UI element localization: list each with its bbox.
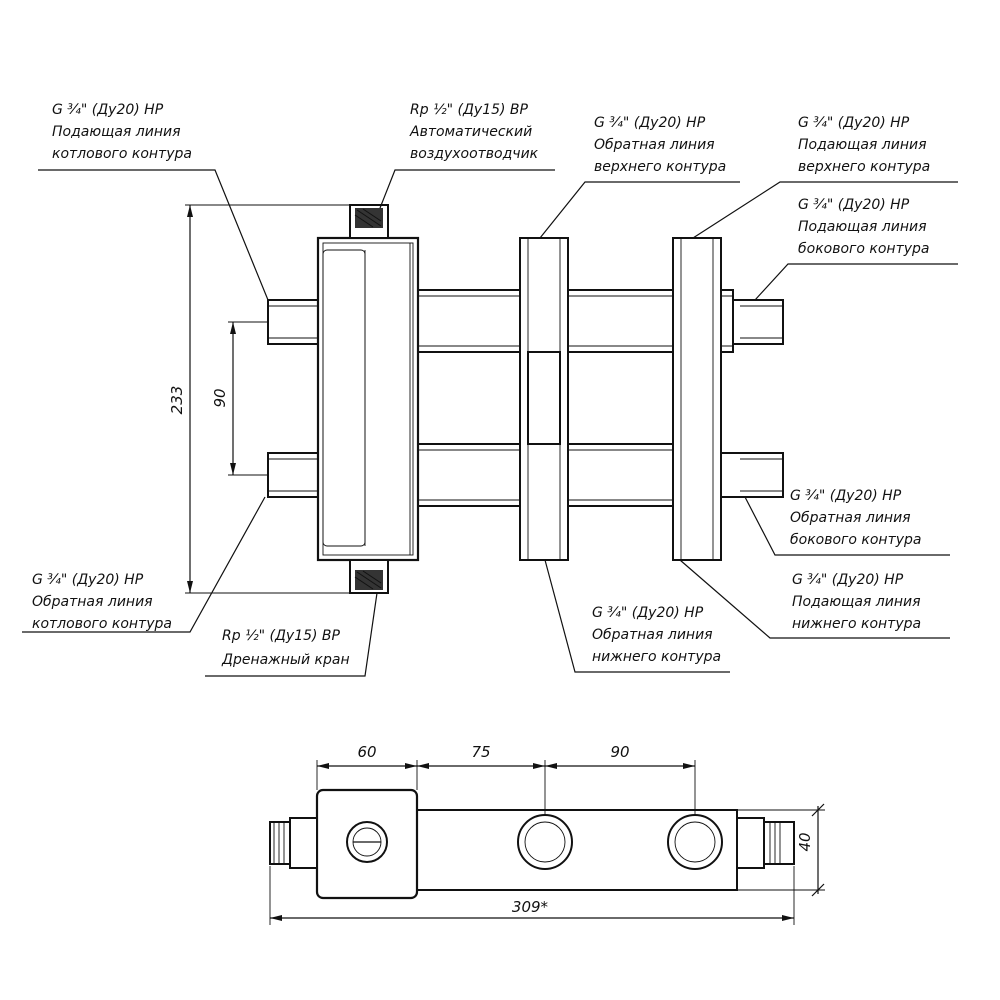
svg-text:бокового контура: бокового контура xyxy=(790,532,922,548)
dim-309-label: 309* xyxy=(512,898,549,916)
svg-text:Rp ½" (Ду15) ВР: Rp ½" (Ду15) ВР xyxy=(410,102,529,118)
circuit-port-1 xyxy=(517,814,573,870)
label-boiler-supply: G ¾" (Ду20) НР Подающая линия котлового … xyxy=(52,102,192,162)
svg-text:G ¾" (Ду20) НР: G ¾" (Ду20) НР xyxy=(798,197,910,213)
svg-text:Подающая линия: Подающая линия xyxy=(798,219,927,235)
upper-lower-circuit-pipe xyxy=(519,237,569,561)
side-circuit-pipe xyxy=(672,237,722,561)
svg-text:нижнего контура: нижнего контура xyxy=(792,616,921,632)
separator-body xyxy=(316,236,420,562)
svg-text:Обратная линия: Обратная линия xyxy=(32,594,153,610)
svg-text:G ¾" (Ду20) НР: G ¾" (Ду20) НР xyxy=(52,102,164,118)
label-drain: Rp ½" (Ду15) ВР Дренажный кран xyxy=(221,628,350,668)
label-side-supply: G ¾" (Ду20) НР Подающая линия бокового к… xyxy=(798,197,930,257)
label-upper-return: G ¾" (Ду20) НР Обратная линия верхнего к… xyxy=(594,115,726,175)
dimension-height-total: 233 xyxy=(168,204,350,594)
label-boiler-return: G ¾" (Ду20) НР Обратная линия котлового … xyxy=(32,572,172,632)
dim-90-label: 90 xyxy=(211,388,229,407)
svg-text:Подающая линия: Подающая линия xyxy=(792,594,921,610)
svg-text:G ¾" (Ду20) НР: G ¾" (Ду20) НР xyxy=(592,605,704,621)
label-air-vent: Rp ½" (Ду15) ВР Автоматический воздухоот… xyxy=(409,102,539,162)
svg-text:котлового контура: котлового контура xyxy=(32,616,172,632)
boiler-nozzles xyxy=(267,299,321,498)
svg-text:G ¾" (Ду20) НР: G ¾" (Ду20) НР xyxy=(32,572,144,588)
svg-text:верхнего контура: верхнего контура xyxy=(594,159,726,175)
svg-text:Обратная линия: Обратная линия xyxy=(592,627,713,643)
svg-text:котлового контура: котлового контура xyxy=(52,146,192,162)
top-view: 60 75 90 309* 40 xyxy=(269,743,825,925)
svg-text:Автоматический: Автоматический xyxy=(409,124,532,140)
svg-text:G ¾" (Ду20) НР: G ¾" (Ду20) НР xyxy=(594,115,706,131)
left-threaded-nozzle xyxy=(269,817,318,869)
svg-text:Обратная линия: Обратная линия xyxy=(594,137,715,153)
front-view: 233 90 xyxy=(22,102,958,677)
svg-text:G ¾" (Ду20) НР: G ¾" (Ду20) НР xyxy=(798,115,910,131)
svg-text:Подающая линия: Подающая линия xyxy=(798,137,927,153)
dim-233-label: 233 xyxy=(168,386,186,415)
label-lower-return: G ¾" (Ду20) НР Обратная линия нижнего ко… xyxy=(592,605,721,665)
svg-text:Подающая линия: Подающая линия xyxy=(52,124,181,140)
right-threaded-nozzle xyxy=(736,817,795,869)
vent-port xyxy=(346,821,388,863)
air-vent-fitting xyxy=(349,204,389,239)
dim-40-label: 40 xyxy=(796,832,814,851)
circuit-port-2 xyxy=(667,814,723,870)
label-side-return: G ¾" (Ду20) НР Обратная линия бокового к… xyxy=(790,488,922,548)
dim-60-label: 60 xyxy=(357,743,376,761)
dimension-length-total: 309* xyxy=(269,866,795,925)
dim-75-label: 75 xyxy=(471,743,490,761)
svg-text:Обратная линия: Обратная линия xyxy=(790,510,911,526)
dimension-chain-top: 60 75 90 xyxy=(316,743,696,815)
dim-90-top-label: 90 xyxy=(610,743,629,761)
label-lower-supply: G ¾" (Ду20) НР Подающая линия нижнего ко… xyxy=(792,572,921,632)
dimension-depth: 40 xyxy=(737,803,825,897)
drain-fitting xyxy=(349,559,389,594)
label-upper-supply: G ¾" (Ду20) НР Подающая линия верхнего к… xyxy=(798,115,930,175)
svg-text:бокового контура: бокового контура xyxy=(798,241,930,257)
svg-text:воздухоотводчик: воздухоотводчик xyxy=(410,146,539,162)
leader-lines xyxy=(22,169,958,677)
side-nozzles xyxy=(720,299,784,498)
svg-text:Rp ½" (Ду15) ВР: Rp ½" (Ду15) ВР xyxy=(222,628,341,644)
dimension-boiler-spacing: 90 xyxy=(211,321,268,476)
svg-text:верхнего контура: верхнего контура xyxy=(798,159,930,175)
svg-text:нижнего контура: нижнего контура xyxy=(592,649,721,665)
svg-text:Дренажный кран: Дренажный кран xyxy=(221,652,350,668)
svg-text:G ¾" (Ду20) НР: G ¾" (Ду20) НР xyxy=(792,572,904,588)
svg-text:G ¾" (Ду20) НР: G ¾" (Ду20) НР xyxy=(790,488,902,504)
